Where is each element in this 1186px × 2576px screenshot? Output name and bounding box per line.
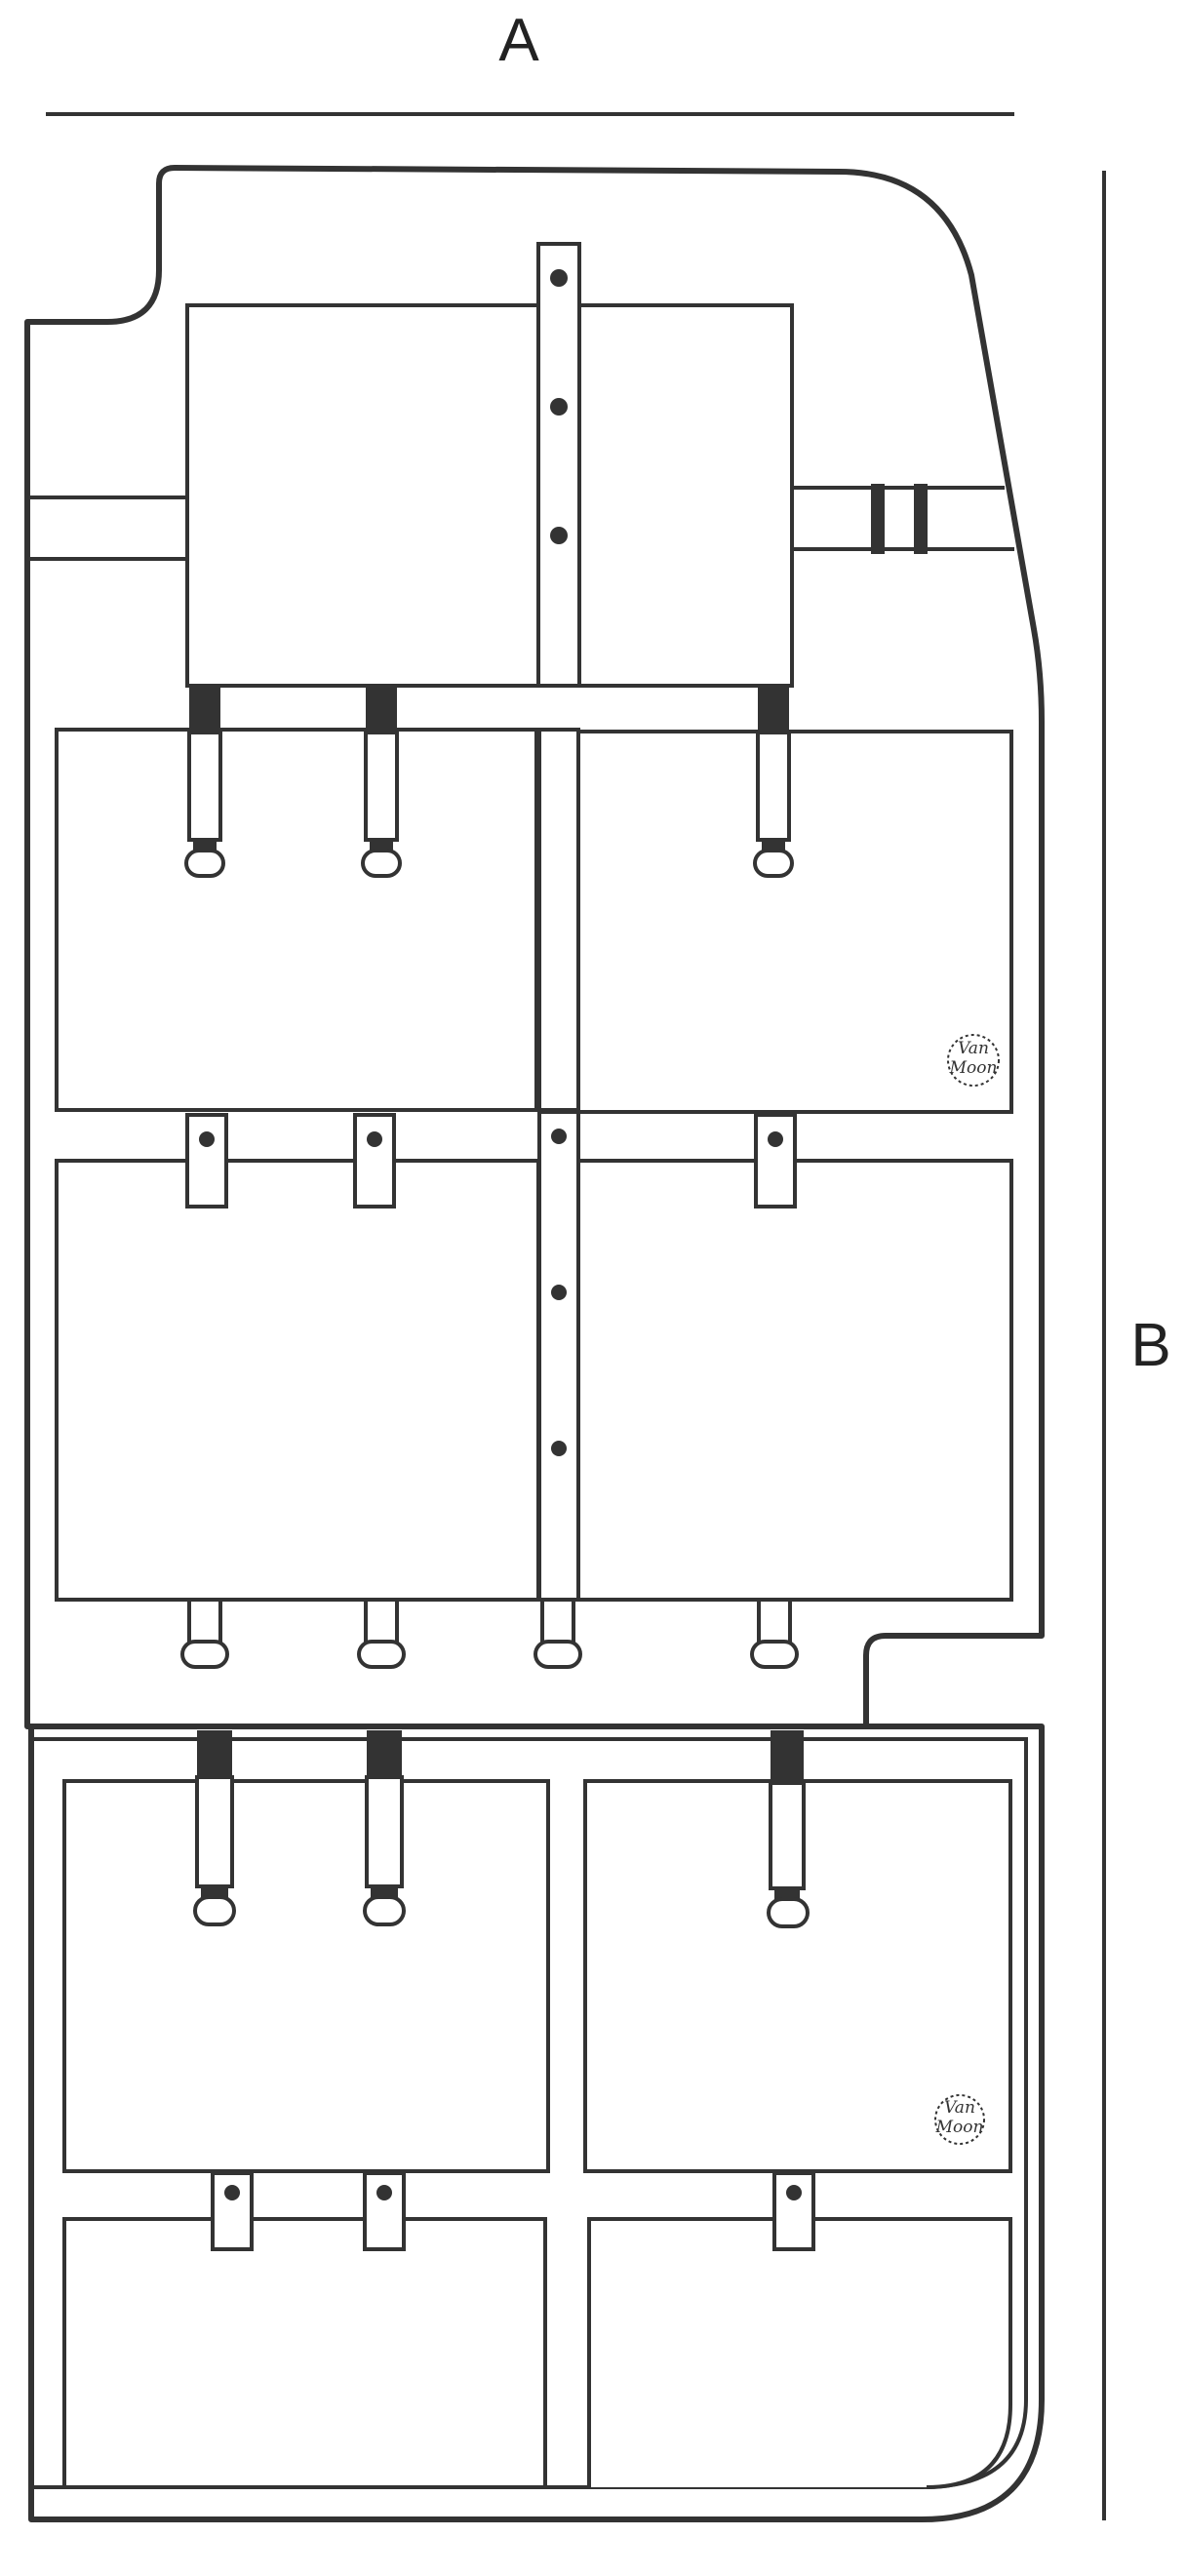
brand-logo: Van Moon <box>947 1034 1000 1087</box>
elastic-loop <box>750 1602 799 1669</box>
elastic-strap <box>193 1730 236 1926</box>
lower-pocket-row2-left <box>62 2217 547 2489</box>
snap-tab <box>754 1113 797 1209</box>
snap-tab <box>353 1113 396 1209</box>
top-pocket <box>185 303 794 688</box>
elastic-strap <box>361 688 402 878</box>
center-strap-middle <box>537 728 580 1112</box>
lower-panel-outline <box>28 1724 1045 2522</box>
upper-panel-outline <box>24 165 1045 1729</box>
center-strap-lower <box>537 1110 580 1602</box>
brand-logo: Van Moon <box>934 2094 985 2145</box>
elastic-strap <box>363 1730 406 1926</box>
logo-text-line2: Moon <box>949 1058 998 1078</box>
snap-button <box>550 527 568 544</box>
snap-tab <box>772 2171 815 2251</box>
elastic-loop <box>180 1602 229 1669</box>
snap-button <box>551 1441 567 1456</box>
snap-button <box>551 1129 567 1144</box>
logo-text-line1: Van <box>944 2098 975 2118</box>
elastic-strap <box>753 688 794 878</box>
snap-tab <box>363 2171 406 2251</box>
snap-button <box>551 1285 567 1300</box>
snap-button <box>550 269 568 287</box>
elastic-strap <box>184 688 225 878</box>
logo-text-line2: Moon <box>935 2118 984 2137</box>
snap-tab <box>211 2171 254 2251</box>
pocket-row3-left <box>55 1159 540 1602</box>
elastic-loop <box>357 1602 406 1669</box>
elastic-strap <box>767 1730 810 1928</box>
center-strap-upper <box>536 242 581 688</box>
elastic-loop <box>534 1602 582 1669</box>
pocket-row2-left <box>55 728 538 1112</box>
right-strap-buckle-1 <box>871 484 885 554</box>
logo-text-line1: Van <box>958 1039 989 1058</box>
dimension-label-b: B <box>1130 1312 1170 1379</box>
lower-pocket-row2-right <box>587 2217 1012 2489</box>
snap-button <box>550 398 568 416</box>
snap-tab <box>185 1113 228 1209</box>
dimension-label-a: A <box>498 7 539 74</box>
lower-pocket-row1-left <box>62 1779 550 2173</box>
pocket-row3-right <box>576 1159 1013 1602</box>
pocket-row2-right <box>573 730 1013 1114</box>
right-strap-buckle-2 <box>914 484 928 554</box>
